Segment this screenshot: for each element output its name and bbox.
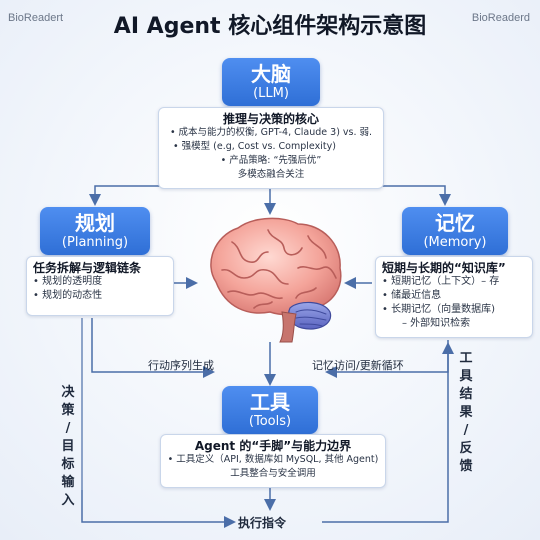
tool-feedback-label: 工 具 结 果 / 反 馈 — [458, 350, 474, 476]
tools-line: • 工具定义（API, 数据库如 MySQL, 其他 Agent) — [167, 454, 379, 465]
planning-label-sub: (Planning) — [61, 235, 129, 250]
tools-line: 工具整合与安全调用 — [230, 468, 316, 479]
llm-heading: 推理与决策的核心 — [222, 112, 319, 126]
action-sequence-label: 行动序列生成 — [148, 359, 214, 372]
memory-label-main: 记忆 — [435, 211, 475, 235]
decision-goal-char: 策 — [61, 403, 75, 418]
memory-heading: 短期与长期的“知识库” — [382, 261, 506, 275]
decision-goal-label: 决 策 / 目 标 输 入 — [60, 384, 76, 510]
tool-feedback-char: 反 — [459, 441, 473, 456]
watermark-right: BioReaderd — [471, 12, 530, 24]
memory-line: • 短期记忆（上下文）– 存 — [382, 276, 500, 287]
brain-icon — [210, 217, 342, 343]
planning-list: • 规划的透明度 • 规划的动态性 — [33, 275, 173, 303]
tool-feedback-char: 工 — [459, 351, 473, 366]
tools-label-main: 工具 — [250, 390, 290, 414]
planning-card: 任务拆解与逻辑链条 • 规划的透明度 • 规划的动态性 — [26, 256, 174, 316]
memory-card: 短期与长期的“知识库” • 短期记忆（上下文）– 存 • 储最近信息 • 长期记… — [375, 256, 533, 338]
tools-label: 工具 (Tools) — [222, 386, 318, 434]
llm-line: • 产品策略: “先强后优” — [220, 155, 322, 166]
decision-to-execute-arrow — [81, 490, 236, 528]
tools-list: • 工具定义（API, 数据库如 MySQL, 其他 Agent) 工具整合与安… — [161, 453, 385, 481]
tool-feedback-char: 果 — [459, 405, 473, 420]
decision-goal-char: 标 — [61, 457, 75, 472]
page-title: AI Agent 核心组件架构示意图 — [113, 14, 427, 39]
decision-goal-char: 输 — [61, 475, 75, 490]
planning-line: • 规划的透明度 — [33, 276, 103, 287]
memory-line: • 储最近信息 — [382, 290, 442, 301]
decision-goal-char: / — [65, 421, 71, 436]
memory-label-sub: (Memory) — [423, 235, 487, 250]
memory-line: • 长期记忆（向量数据库) — [382, 304, 495, 315]
execute-label: 执行指令 — [238, 516, 287, 530]
planning-line: • 规划的动态性 — [33, 290, 103, 301]
tools-heading: Agent 的“手脚”与能力边界 — [194, 439, 352, 453]
tool-feedback-char: 结 — [459, 387, 473, 402]
tool-feedback-arrow — [322, 342, 454, 523]
planning-label: 规划 (Planning) — [40, 207, 150, 255]
llm-card: 推理与决策的核心 • 成本与能力的权衡, GPT-4, Claude 3) vs… — [158, 107, 384, 189]
action-sequence-arrow — [91, 318, 215, 378]
llm-to-planning-arrow — [89, 185, 160, 206]
llm-line: • 强模型 (e.g, Cost vs. Complexity) — [173, 141, 336, 152]
llm-label-sub: (LLM) — [253, 86, 289, 101]
tool-feedback-char: 具 — [459, 369, 473, 384]
llm-label: 大脑 (LLM) — [222, 58, 320, 106]
tool-feedback-char: 馈 — [459, 459, 473, 474]
watermark-left: BioReadert — [8, 12, 64, 24]
tools-card: Agent 的“手脚”与能力边界 • 工具定义（API, 数据库如 MySQL,… — [160, 434, 386, 488]
planning-label-main: 规划 — [75, 211, 115, 235]
llm-line: • 成本与能力的权衡, GPT-4, Claude 3) vs. 弱. — [169, 127, 373, 138]
planning-heading: 任务拆解与逻辑链条 — [33, 261, 142, 275]
llm-label-main: 大脑 — [251, 62, 291, 86]
llm-line: 多模态融合关注 — [237, 169, 305, 180]
tools-label-sub: (Tools) — [248, 414, 292, 429]
memory-access-label: 记忆访问/更新循环 — [312, 359, 404, 372]
decision-goal-char: 目 — [61, 439, 75, 454]
llm-list: • 成本与能力的权衡, GPT-4, Claude 3) vs. 弱. • 强模… — [159, 126, 383, 182]
memory-line: – 外部知识检索 — [402, 318, 471, 329]
decision-goal-char: 决 — [61, 385, 75, 400]
decision-goal-char: 入 — [61, 493, 75, 508]
tool-feedback-char: / — [463, 423, 469, 438]
llm-to-memory-arrow — [380, 185, 451, 206]
memory-list: • 短期记忆（上下文）– 存 • 储最近信息 • 长期记忆（向量数据库) – 外… — [382, 275, 532, 331]
memory-label: 记忆 (Memory) — [402, 207, 508, 255]
